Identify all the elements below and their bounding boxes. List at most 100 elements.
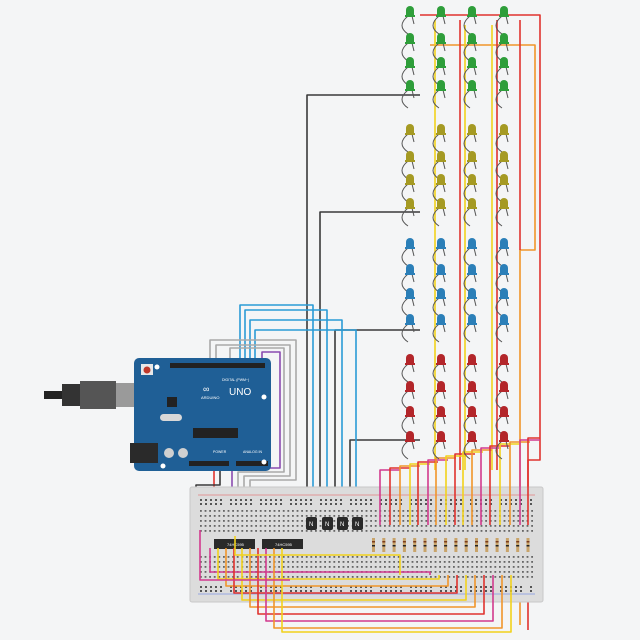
signal-wire[interactable] (239, 304, 314, 515)
led-column-wire[interactable] (445, 455, 466, 525)
led[interactable] (500, 238, 508, 248)
signal-wire[interactable] (249, 319, 343, 515)
led[interactable] (437, 314, 445, 324)
transistor-3[interactable]: N (337, 517, 348, 530)
led[interactable] (406, 151, 414, 161)
led[interactable] (468, 57, 476, 67)
led[interactable] (500, 6, 508, 16)
led[interactable] (406, 381, 414, 391)
led[interactable] (437, 174, 445, 184)
signal-wire[interactable] (244, 309, 328, 515)
shift-output-wire[interactable] (273, 548, 503, 629)
led-column-wire[interactable] (427, 459, 448, 525)
led[interactable] (437, 151, 445, 161)
led[interactable] (500, 354, 508, 364)
led[interactable] (468, 314, 476, 324)
led[interactable] (406, 124, 414, 134)
led[interactable] (437, 264, 445, 274)
led[interactable] (468, 264, 476, 274)
led[interactable] (437, 6, 445, 16)
led[interactable] (406, 80, 414, 90)
led[interactable] (406, 354, 414, 364)
led[interactable] (500, 381, 508, 391)
led[interactable] (468, 406, 476, 416)
led[interactable] (500, 57, 508, 67)
led-column-wire[interactable] (471, 449, 492, 525)
shift-output-wire[interactable] (199, 530, 290, 581)
layer-wire-yellow[interactable] (319, 211, 420, 520)
shift-output-wire[interactable] (233, 548, 458, 594)
led[interactable] (406, 174, 414, 184)
led-column-wire[interactable] (379, 469, 400, 525)
led[interactable] (437, 406, 445, 416)
led[interactable] (500, 124, 508, 134)
led[interactable] (468, 151, 476, 161)
transistor-1[interactable]: N (306, 517, 317, 530)
led[interactable] (406, 288, 414, 298)
led[interactable] (437, 124, 445, 134)
data-wire[interactable] (231, 351, 281, 515)
led[interactable] (406, 431, 414, 441)
led[interactable] (437, 33, 445, 43)
led-column-wire[interactable] (435, 457, 456, 525)
led-column-wire[interactable] (489, 445, 510, 525)
shift-register-2[interactable]: 74HC595 (262, 539, 303, 549)
transistor-2[interactable]: N (322, 517, 333, 530)
led[interactable] (437, 80, 445, 90)
led[interactable] (468, 354, 476, 364)
led-column-wire[interactable] (389, 467, 410, 525)
shift-output-wire[interactable] (225, 548, 449, 587)
led[interactable] (406, 314, 414, 324)
led[interactable] (500, 314, 508, 324)
transistor-4[interactable]: N (352, 517, 363, 530)
led-column-wire[interactable] (509, 441, 530, 525)
led[interactable] (406, 198, 414, 208)
led[interactable] (437, 431, 445, 441)
led[interactable] (437, 57, 445, 67)
led-column-wire[interactable] (409, 463, 430, 525)
led[interactable] (406, 33, 414, 43)
led[interactable] (437, 288, 445, 298)
led[interactable] (437, 198, 445, 208)
led[interactable] (500, 431, 508, 441)
led-column-wire[interactable] (480, 447, 501, 525)
led[interactable] (500, 174, 508, 184)
arduino-uno[interactable]: DIGITAL (PWM~) UNO ARDUINO ∞ POWER ANALO… (130, 358, 271, 471)
led[interactable] (468, 6, 476, 16)
led[interactable] (500, 151, 508, 161)
control-wire[interactable] (215, 344, 291, 525)
shift-output-wire[interactable] (241, 548, 467, 601)
led[interactable] (500, 406, 508, 416)
shift-output-wire[interactable] (265, 548, 494, 622)
led-column-wire[interactable] (417, 461, 438, 525)
led[interactable] (500, 288, 508, 298)
led[interactable] (406, 406, 414, 416)
shift-output-wire[interactable] (209, 548, 431, 575)
led[interactable] (468, 80, 476, 90)
led[interactable] (500, 264, 508, 274)
led-column-wire[interactable] (399, 465, 420, 525)
led-column-wire[interactable] (454, 453, 475, 525)
led[interactable] (437, 354, 445, 364)
led[interactable] (468, 288, 476, 298)
led-column-wire[interactable] (527, 437, 540, 525)
led[interactable] (500, 198, 508, 208)
led[interactable] (406, 264, 414, 274)
shift-output-wire[interactable] (281, 548, 512, 633)
led[interactable] (437, 238, 445, 248)
led-column-wire[interactable] (462, 451, 483, 525)
led-column-wire[interactable] (499, 443, 520, 525)
layer-wire-green[interactable] (306, 94, 420, 520)
led[interactable] (468, 238, 476, 248)
led[interactable] (468, 33, 476, 43)
led[interactable] (500, 33, 508, 43)
led[interactable] (468, 198, 476, 208)
led[interactable] (468, 381, 476, 391)
led[interactable] (437, 381, 445, 391)
shift-output-wire[interactable] (217, 548, 440, 580)
led[interactable] (406, 6, 414, 16)
led[interactable] (500, 80, 508, 90)
led-column-wire[interactable] (519, 439, 540, 525)
led[interactable] (406, 238, 414, 248)
